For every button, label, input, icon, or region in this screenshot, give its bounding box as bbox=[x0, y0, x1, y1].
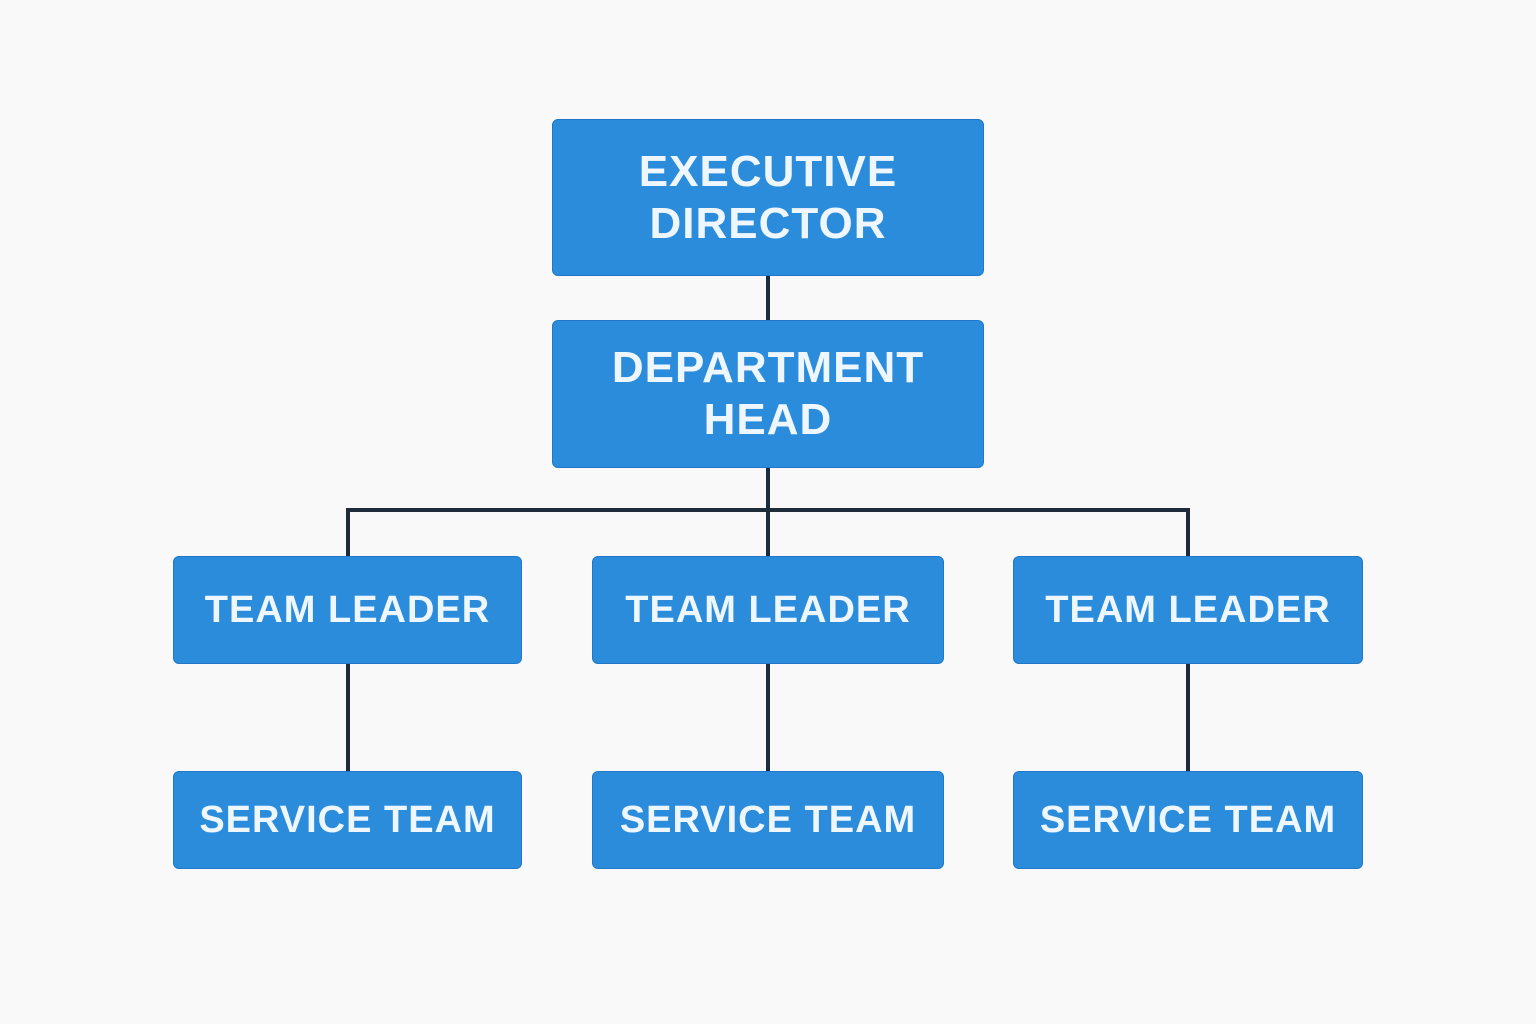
team-leader-node-3: TEAM LEADER bbox=[1013, 556, 1363, 664]
team-leader-node-1: TEAM LEADER bbox=[173, 556, 522, 664]
team-leader-node-2: TEAM LEADER bbox=[592, 556, 944, 664]
executive-director-node: EXECUTIVE DIRECTOR bbox=[552, 119, 984, 276]
service-team-node-1: SERVICE TEAM bbox=[173, 771, 522, 869]
service-team-node-3: SERVICE TEAM bbox=[1013, 771, 1363, 869]
department-head-node: DEPARTMENT HEAD bbox=[552, 320, 984, 468]
service-team-node-2: SERVICE TEAM bbox=[592, 771, 944, 869]
